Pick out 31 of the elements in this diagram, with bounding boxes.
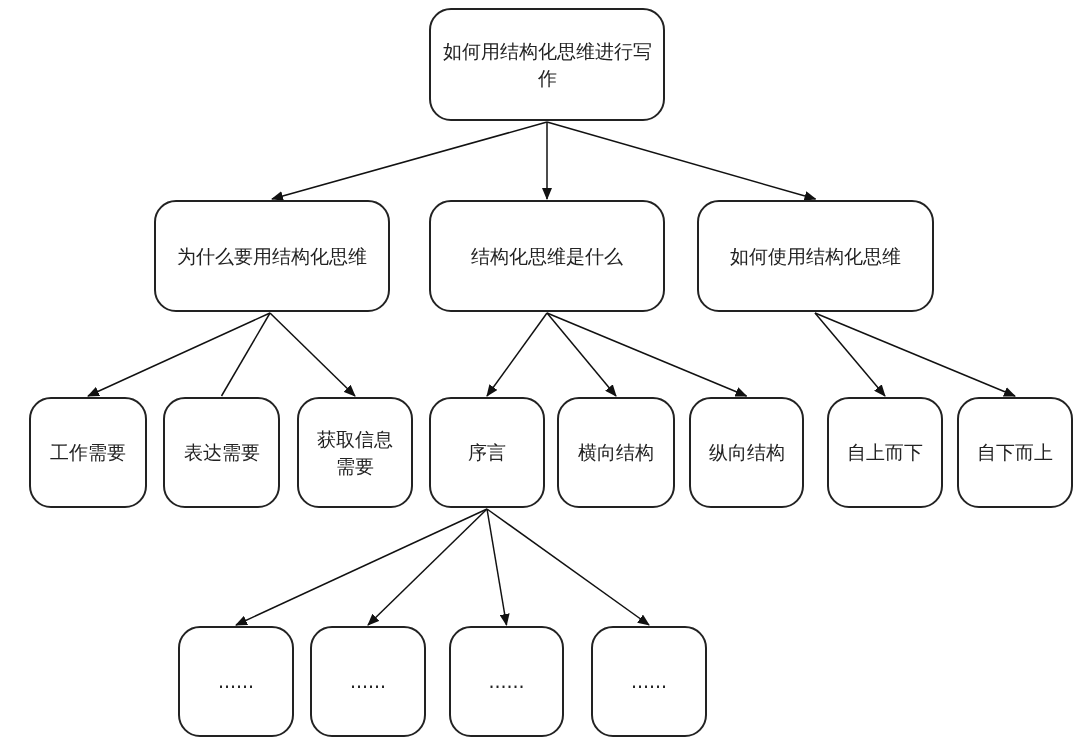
topic-box: 为什么要用结构化思维: [154, 200, 390, 312]
topic-box: ......: [449, 626, 564, 737]
arrow: [87, 312, 271, 397]
connector-line: [220, 312, 271, 397]
arrow: [546, 121, 817, 201]
arrow: [486, 508, 510, 626]
arrow: [546, 312, 748, 397]
topic-box: ......: [178, 626, 294, 737]
topic-box: 如何用结构化思维进行写作: [429, 8, 665, 121]
topic-box: 自上而下: [827, 397, 943, 508]
arrow: [542, 121, 552, 200]
arrow: [235, 508, 488, 626]
topic-box: 工作需要: [29, 397, 147, 508]
arrow: [269, 312, 356, 397]
topic-box: 结构化思维是什么: [429, 200, 665, 312]
topic-box: 如何使用结构化思维: [697, 200, 934, 312]
topic-box: 横向结构: [557, 397, 675, 508]
topic-box: ......: [591, 626, 707, 737]
arrow: [271, 121, 548, 201]
topic-box: 自下而上: [957, 397, 1073, 508]
topic-box: 表达需要: [163, 397, 280, 508]
arrow: [546, 312, 617, 397]
topic-box: 纵向结构: [689, 397, 804, 508]
topic-box: ......: [310, 626, 426, 737]
arrow: [814, 312, 886, 397]
arrow: [814, 312, 1016, 397]
arrow: [486, 508, 650, 626]
topic-box: 序言: [429, 397, 545, 508]
arrow: [486, 312, 548, 397]
topic-box: 获取信息需要: [297, 397, 413, 508]
arrow: [367, 508, 488, 626]
